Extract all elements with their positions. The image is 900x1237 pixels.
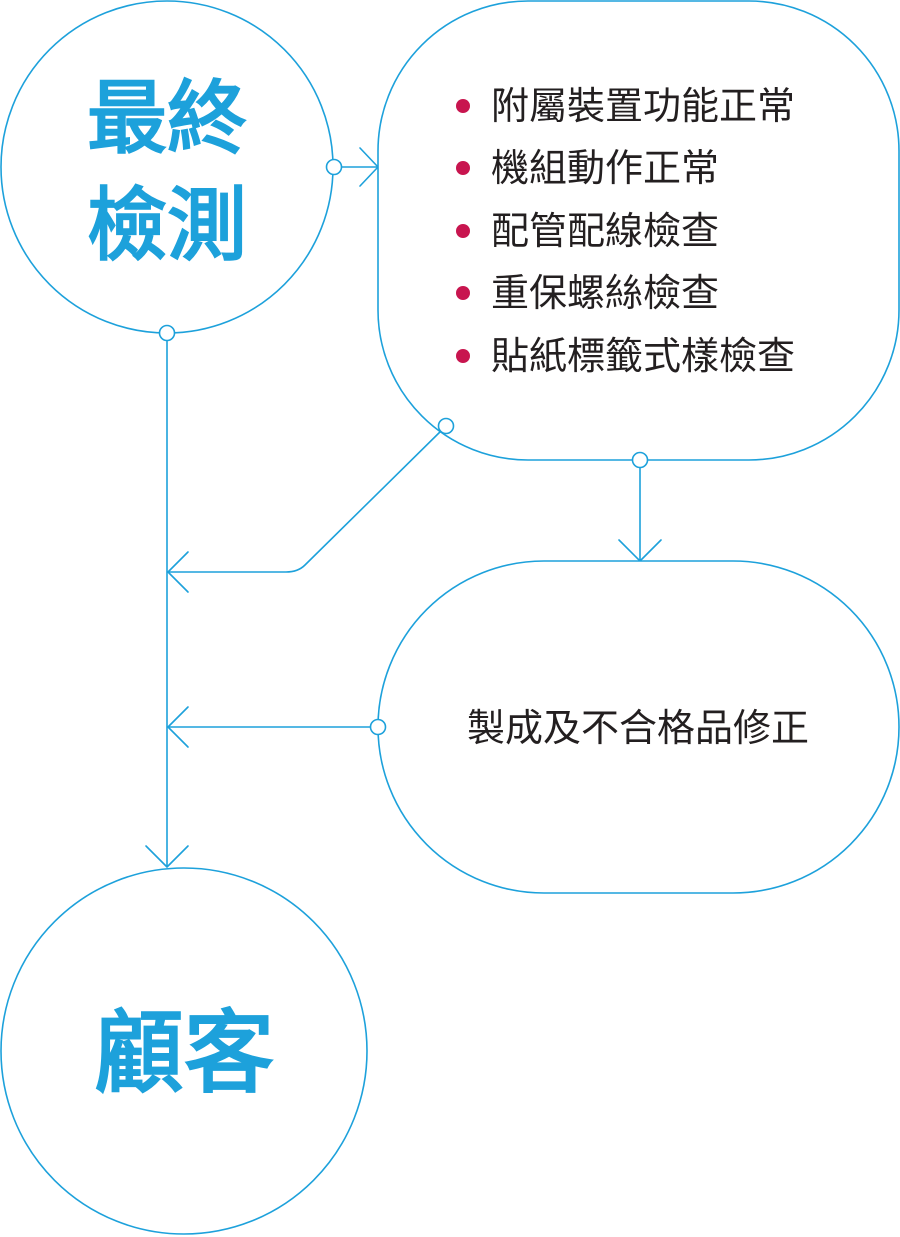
inspection-right-port [325,158,343,176]
inspection-bottom-port [158,324,176,342]
final-inspection-title-line2: 檢測 [87,178,247,272]
checklist-bottom-port [631,451,649,469]
checklist-lower-left-port [437,417,455,435]
final-inspection-node [0,0,334,334]
checklist-item: 貼紙標籤式樣檢查 [491,334,795,378]
repair-left-port [369,718,387,736]
checklist-bullet [456,99,470,113]
checklist-item: 機組動作正常 [491,146,719,190]
checklist-item: 重保螺絲檢查 [491,271,719,315]
customer-arrowhead [145,845,189,868]
checklist-item: 附屬裝置功能正常 [491,84,795,128]
customer-node [0,867,368,1235]
trunk-arrowhead-lower [167,706,189,748]
checklist-bullet [456,161,470,175]
checklist-to-trunk-connector [167,425,447,573]
repair-label: 製成及不合格品修正 [467,706,809,750]
customer-title: 顧客 [94,1000,274,1106]
checklist-bullet [456,286,470,300]
trunk-arrowhead-upper [167,551,189,593]
checklist-items: 附屬裝置功能正常 機組動作正常 配管配線檢查 重保螺絲檢查 貼紙標籤式樣檢查 [456,84,795,378]
checklist-item: 配管配線檢查 [491,209,719,253]
checklist-bullet [456,224,470,238]
checklist-bullet [456,349,470,363]
final-inspection-title-line1: 最終 [87,71,247,165]
